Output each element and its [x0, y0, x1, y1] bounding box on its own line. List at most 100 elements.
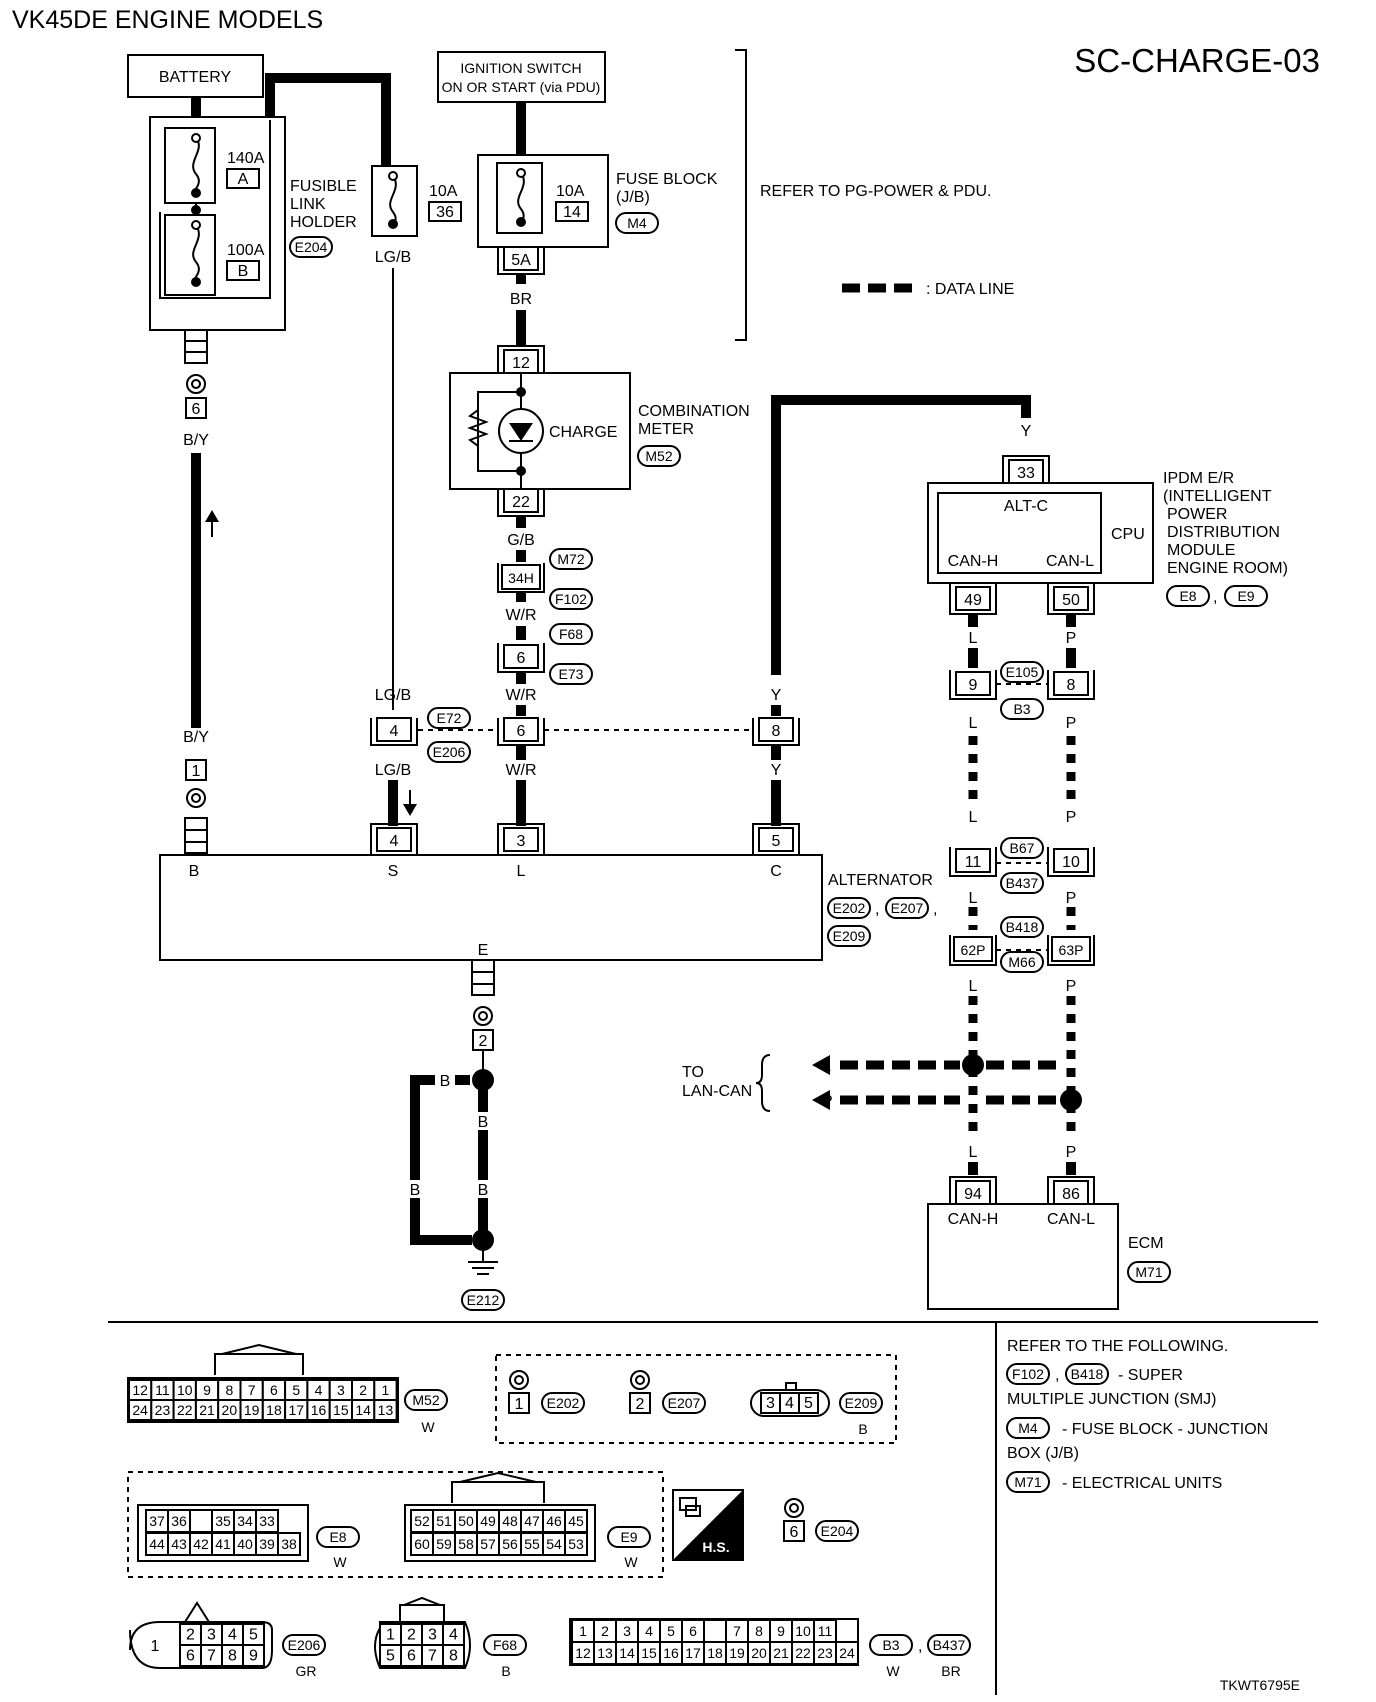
svg-text:G/B: G/B [507, 532, 535, 549]
svg-text:E202: E202 [833, 900, 866, 916]
svg-text:E207: E207 [891, 900, 924, 916]
svg-text:B: B [440, 1073, 451, 1090]
svg-text:CPU: CPU [1111, 526, 1145, 543]
svg-text:L: L [969, 630, 978, 647]
e206-pin-label: 1 [151, 1638, 160, 1655]
e9-pin-label: 56 [502, 1536, 518, 1552]
svg-text:: DATA LINE: : DATA LINE [926, 281, 1014, 298]
svg-text:L: L [969, 1144, 978, 1161]
svg-text:,: , [918, 1638, 922, 1655]
figure-code: TKWT6795E [1220, 1677, 1300, 1693]
e8-pin-cell [189, 1509, 213, 1533]
m52-pin-label: 20 [222, 1402, 238, 1418]
svg-text:5: 5 [772, 833, 781, 850]
svg-text:14: 14 [563, 204, 581, 221]
f68-pin-label: 8 [449, 1648, 458, 1665]
m52-pin-label: 14 [355, 1402, 371, 1418]
e209-pin-label: 3 [766, 1395, 775, 1412]
m52-pin-label: 8 [225, 1382, 233, 1398]
svg-text:Y: Y [1021, 423, 1032, 440]
svg-text:W: W [333, 1554, 347, 1570]
svg-text:L: L [822, 1058, 831, 1075]
svg-text:(INTELLIGENT: (INTELLIGENT [1163, 488, 1272, 505]
svg-text:L: L [969, 715, 978, 732]
m52-pin-label: 7 [248, 1382, 256, 1398]
svg-text:REFER TO THE FOLLOWING.: REFER TO THE FOLLOWING. [1007, 1338, 1228, 1355]
svg-text:P: P [1066, 1144, 1077, 1161]
svg-text:9: 9 [969, 677, 978, 694]
e8-pin-label: 36 [171, 1513, 187, 1529]
f68-pin-label: 1 [386, 1627, 395, 1644]
e9-pin-label: 59 [436, 1536, 452, 1552]
b3-pin-label: 2 [601, 1623, 609, 1639]
svg-text:L: L [517, 863, 526, 880]
e8-pin-label: 38 [281, 1536, 297, 1552]
svg-text:CAN-L: CAN-L [1047, 1211, 1095, 1228]
svg-text:P: P [1066, 715, 1077, 732]
fusible-link-b [164, 214, 216, 296]
svg-text:ON OR START (via PDU): ON OR START (via PDU) [442, 79, 601, 95]
svg-text:HOLDER: HOLDER [290, 214, 357, 231]
svg-text:63P: 63P [1059, 942, 1084, 958]
svg-text:B: B [858, 1421, 867, 1437]
b3-pin-label: 3 [623, 1623, 631, 1639]
e9-pin-label: 46 [546, 1513, 562, 1529]
m52-pin-label: 13 [378, 1402, 394, 1418]
svg-text:P: P [1066, 630, 1077, 647]
svg-text:L: L [969, 809, 978, 826]
svg-text:E8: E8 [329, 1529, 346, 1545]
e8-pin-label: 40 [237, 1536, 253, 1552]
svg-text:- FUSE BLOCK - JUNCTION: - FUSE BLOCK - JUNCTION [1062, 1421, 1268, 1438]
svg-text:3: 3 [517, 833, 526, 850]
svg-text:TO: TO [682, 1064, 704, 1081]
svg-text:MODULE: MODULE [1167, 542, 1235, 559]
svg-text:IGNITION SWITCH: IGNITION SWITCH [460, 60, 581, 76]
svg-text:E204: E204 [821, 1523, 854, 1539]
svg-text:ALTERNATOR: ALTERNATOR [828, 872, 933, 889]
m52-pin-label: 18 [266, 1402, 282, 1418]
svg-text:GR: GR [296, 1663, 317, 1679]
svg-text:E204: E204 [295, 239, 328, 255]
m52-pin-label: 1 [382, 1382, 390, 1398]
b3-pin-label: 11 [818, 1623, 833, 1639]
svg-text:,: , [933, 901, 937, 918]
svg-text:62P: 62P [961, 942, 986, 958]
m52-pin-label: 5 [292, 1382, 300, 1398]
b3-pin-label: 1 [579, 1623, 587, 1639]
svg-text:E212: E212 [467, 1292, 500, 1308]
b3-pin-label: 7 [733, 1623, 741, 1639]
f68-pin-label: 3 [428, 1627, 437, 1644]
svg-text:M72: M72 [557, 551, 584, 567]
svg-text:,: , [1055, 1367, 1059, 1384]
svg-text:ENGINE ROOM): ENGINE ROOM) [1167, 560, 1288, 577]
f68-pin-label: 4 [449, 1627, 458, 1644]
m52-pin-label: 10 [177, 1382, 193, 1398]
svg-text:12: 12 [512, 355, 530, 372]
svg-text:COMBINATION: COMBINATION [638, 403, 750, 420]
svg-text:36: 36 [436, 204, 454, 221]
e9-pin-label: 60 [414, 1536, 430, 1552]
e206-pin-label: 5 [249, 1627, 258, 1644]
svg-text:H.S.: H.S. [702, 1539, 729, 1555]
svg-text:22: 22 [512, 494, 530, 511]
svg-text:34H: 34H [508, 570, 534, 586]
b3-pin-label: 24 [839, 1645, 855, 1661]
e206-pin-label: 9 [249, 1648, 258, 1665]
e9-pin-label: 49 [480, 1513, 496, 1529]
svg-text:,: , [875, 901, 879, 918]
svg-text:2: 2 [636, 1396, 645, 1413]
e8-pin-label: 42 [193, 1536, 209, 1552]
e206-pin-label: 4 [228, 1627, 237, 1644]
svg-text:IPDM E/R: IPDM E/R [1163, 470, 1234, 487]
svg-text:LINK: LINK [290, 196, 326, 213]
svg-text:DISTRIBUTION: DISTRIBUTION [1167, 524, 1280, 541]
svg-text:33: 33 [1017, 465, 1035, 482]
svg-text:M71: M71 [1135, 1264, 1162, 1280]
diagram-id: SC-CHARGE-03 [1074, 42, 1320, 79]
e8-pin-cell [277, 1532, 301, 1556]
e209-pin-cell [798, 1392, 819, 1414]
m52-pin-label: 4 [315, 1382, 323, 1398]
svg-text:POWER: POWER [1167, 506, 1227, 523]
svg-text:86: 86 [1062, 1186, 1080, 1203]
